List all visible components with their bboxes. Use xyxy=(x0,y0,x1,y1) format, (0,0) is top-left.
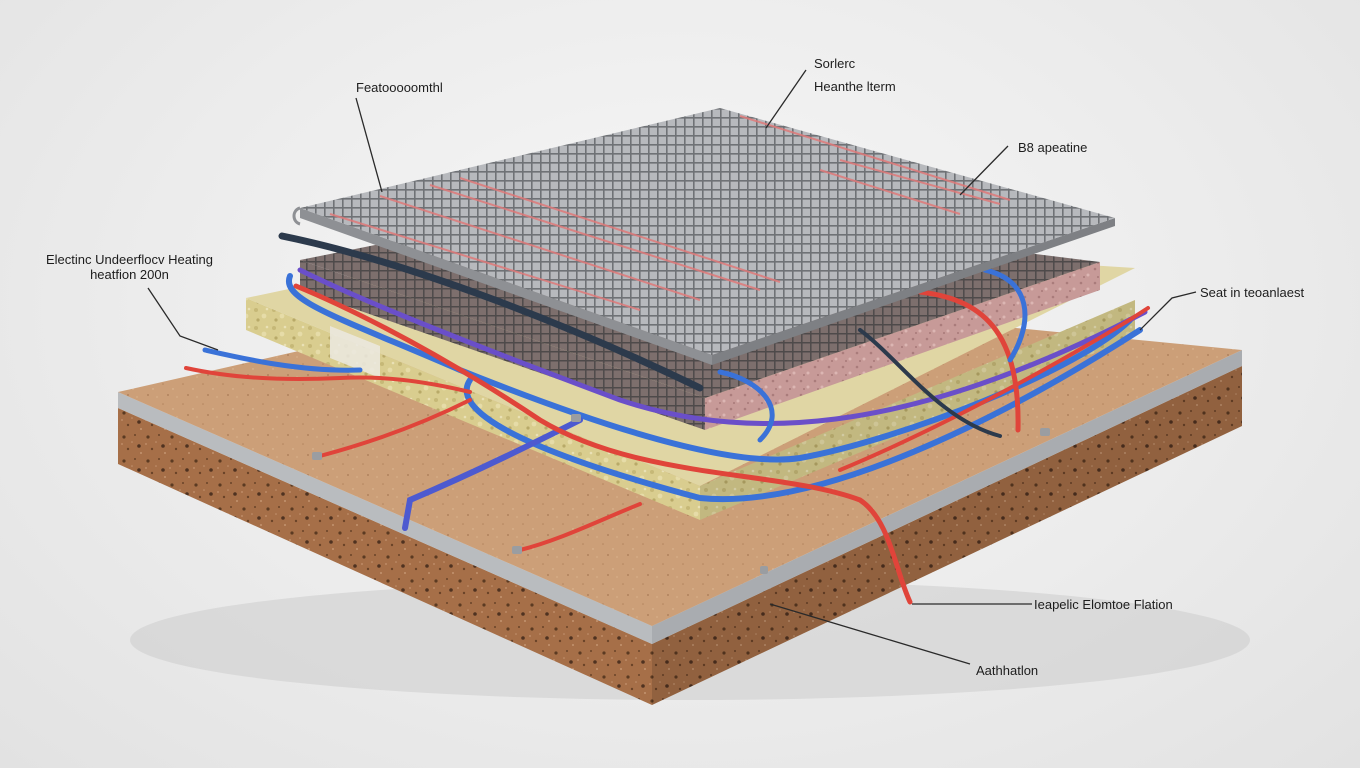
label-top-center-line-1: Sorlerc xyxy=(814,56,856,71)
leader-lines xyxy=(147,69,1197,665)
mesh-frame-loop xyxy=(292,206,301,226)
label-bottom-right-1: Ieapelic Elomtoe Flation xyxy=(1034,597,1173,612)
blue-cable-drop xyxy=(402,417,583,531)
label-top-center-line-2: Heanthe lterm xyxy=(814,79,896,94)
label-left-line-1: Electinc Undeerflocv Heating xyxy=(46,252,213,267)
top-wire-mesh xyxy=(292,108,1115,365)
purple-cable xyxy=(297,267,1148,426)
wire-mesh-edge-right xyxy=(712,218,1115,365)
blue-cable-left-lead xyxy=(202,347,363,373)
base-slab xyxy=(118,286,1242,705)
base-slab-front-face xyxy=(118,408,652,705)
leader-top-center xyxy=(765,69,807,129)
red-cable-right-loop xyxy=(917,289,1021,433)
heating-cables xyxy=(184,232,1150,605)
leader-left xyxy=(147,287,219,351)
pink-layer-right-face xyxy=(705,262,1100,430)
label-bottom-right-2: Aathhatlon xyxy=(976,663,1039,678)
membrane-edge-right xyxy=(652,350,1242,644)
membrane-edge-front xyxy=(118,392,652,644)
leader-top-right xyxy=(959,145,1009,196)
label-left: Electinc Undeerflocv Heating heatfion 20… xyxy=(46,252,213,282)
base-slab-right-face xyxy=(652,366,1242,705)
leader-right xyxy=(1139,291,1197,331)
label-top-left: Featooooomthl xyxy=(356,80,443,95)
red-cable-left xyxy=(184,366,472,394)
label-top-center: Sorlerc Heanthe lterm xyxy=(814,56,896,94)
blue-cable-loop-2 xyxy=(463,327,1143,502)
label-right: Seat in teoanlaest xyxy=(1200,285,1305,300)
red-cable-loop xyxy=(293,283,913,605)
red-cable-lower xyxy=(318,398,472,458)
cable-clips xyxy=(312,414,1050,574)
leader-top-left xyxy=(355,97,383,193)
insulation-white-patch xyxy=(330,326,380,378)
wire-mesh-edge xyxy=(300,208,712,365)
red-cable-bottom xyxy=(518,502,642,552)
blue-cable-right-vertical xyxy=(982,267,1028,363)
blue-cable-inner xyxy=(717,369,775,443)
leader-bottom-right-2 xyxy=(769,603,971,665)
pink-layer-front-face xyxy=(300,260,705,430)
insulation-right-face xyxy=(700,300,1135,520)
dark-cable xyxy=(278,232,704,392)
label-top-right: B8 apeatine xyxy=(1018,140,1088,155)
dark-cable-right xyxy=(858,328,1002,438)
label-left-line-2: heatfion 200n xyxy=(90,267,169,282)
red-cable-right-rim xyxy=(838,306,1150,472)
